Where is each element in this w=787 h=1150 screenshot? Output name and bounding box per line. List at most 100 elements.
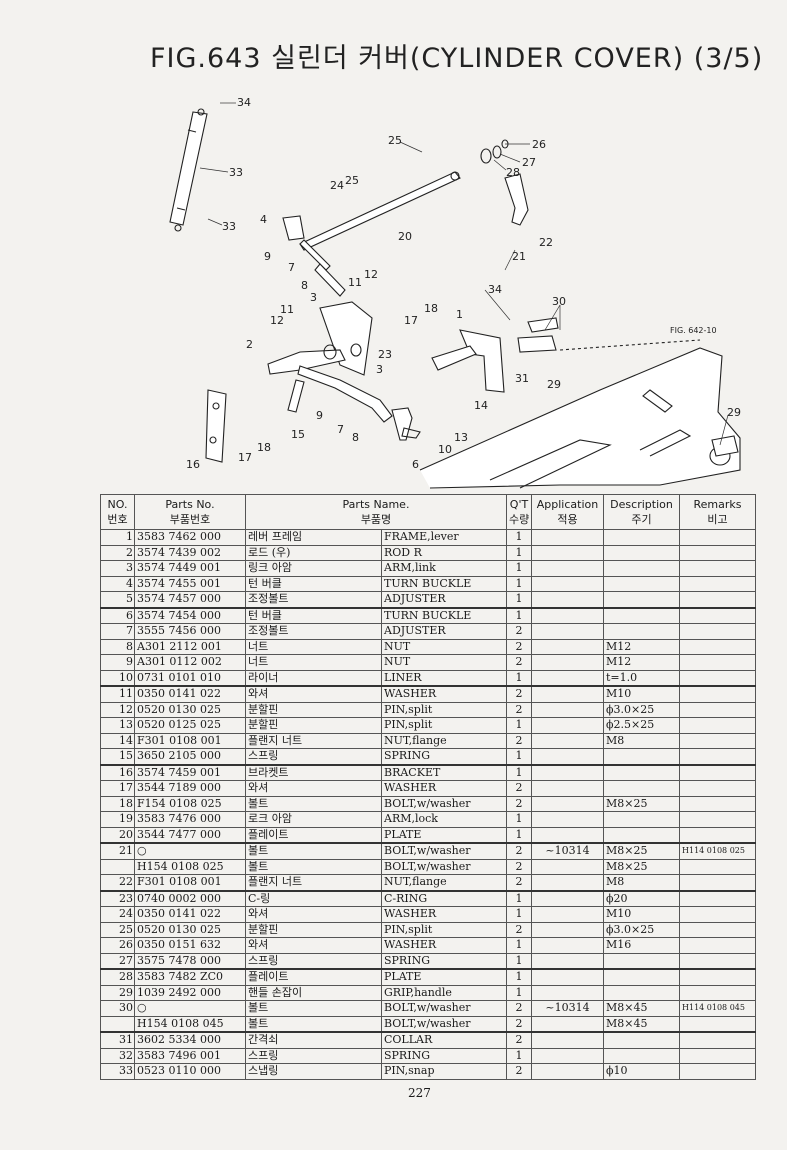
table-cell-rem (679, 937, 756, 954)
table-cell-app (531, 701, 604, 718)
table-cell-kr: 조정볼트 (245, 591, 382, 608)
table-cell-rem (679, 906, 756, 923)
table-cell-rem: H114 0108 025 (679, 842, 756, 860)
table-cell-no: 6 (100, 606, 135, 624)
table-cell-no: 32 (100, 1047, 135, 1064)
table-cell-app (531, 717, 604, 734)
table-cell-pn: 3583 7496 001 (134, 1047, 246, 1064)
table-cell-app: ~10314 (531, 842, 604, 860)
table-cell-rem (679, 575, 756, 592)
table-cell-desc: M8 (603, 732, 680, 749)
callout: 23 (378, 348, 392, 361)
table-cell-rem (679, 654, 756, 671)
table-cell-kr: 링크 아암 (245, 560, 382, 577)
table-cell-rem (679, 529, 756, 546)
table-cell-kr: 와셔 (245, 780, 382, 797)
callout: 10 (438, 443, 452, 456)
table-cell-app (531, 1047, 604, 1064)
callout: 29 (547, 378, 561, 391)
table-cell-pn: 3650 2105 000 (134, 748, 246, 765)
table-cell-no: 20 (100, 826, 135, 844)
table-cell-qty: 2 (506, 732, 532, 749)
table-cell-qty: 2 (506, 685, 532, 703)
table-cell-rem (679, 921, 756, 938)
table-cell-desc: ϕ10 (603, 1063, 680, 1080)
table-cell-rem (679, 606, 756, 624)
table-cell-pn: 3574 7439 002 (134, 544, 246, 561)
table-cell-kr: C-링 (245, 889, 382, 907)
callout: 27 (522, 156, 536, 169)
table-cell-app (531, 906, 604, 923)
table-cell-no: 28 (100, 968, 135, 986)
table-cell-no: 8 (100, 638, 135, 655)
table-cell-pn: 3574 7457 000 (134, 591, 246, 608)
table-cell-app (531, 937, 604, 954)
page-number: 227 (408, 1086, 431, 1100)
table-cell-no (100, 1015, 135, 1033)
callout: 11 (348, 276, 362, 289)
table-cell-no: 22 (100, 874, 135, 891)
table-cell-app (531, 1031, 604, 1049)
table-cell-pn: ○ (134, 1000, 246, 1017)
table-cell-rem (679, 732, 756, 749)
table-cell-app (531, 560, 604, 577)
table-cell-rem (679, 685, 756, 703)
table-cell-kr: 레버 프레임 (245, 529, 382, 546)
table-cell-kr: 분할핀 (245, 921, 382, 938)
table-cell-rem (679, 826, 756, 844)
table-cell-rem (679, 638, 756, 655)
table-cell-rem (679, 780, 756, 797)
table-cell-kr: 볼트 (245, 1000, 382, 1017)
table-cell-pn: F301 0108 001 (134, 732, 246, 749)
table-cell-en: BOLT,w/washer (381, 842, 507, 860)
callout: 7 (337, 423, 344, 436)
table-cell-no: 23 (100, 889, 135, 907)
callout: 15 (291, 428, 305, 441)
callout: 25 (388, 134, 402, 147)
table-cell-qty: 2 (506, 1000, 532, 1017)
table-cell-en: ADJUSTER (381, 591, 507, 608)
table-cell-rem (679, 795, 756, 812)
table-cell-qty: 2 (506, 623, 532, 640)
table-cell-rem (679, 1031, 756, 1049)
col-header-parts-no: Parts No.부품번호 (134, 494, 246, 530)
table-cell-en: TURN BUCKLE (381, 606, 507, 624)
table-cell-rem (679, 1047, 756, 1064)
table-cell-en: FRAME,lever (381, 529, 507, 546)
table-cell-qty: 2 (506, 780, 532, 797)
table-cell-no: 4 (100, 575, 135, 592)
table-cell-no: 13 (100, 717, 135, 734)
table-cell-no: 17 (100, 780, 135, 797)
callout: 29 (727, 406, 741, 419)
table-cell-qty: 1 (506, 591, 532, 608)
table-cell-kr: 분할핀 (245, 717, 382, 734)
table-cell-desc (603, 968, 680, 986)
table-cell-desc (603, 826, 680, 844)
table-cell-rem (679, 968, 756, 986)
table-cell-app (531, 952, 604, 970)
callout: 28 (506, 166, 520, 179)
callout: 21 (512, 250, 526, 263)
table-cell-no: 10 (100, 669, 135, 687)
table-cell-en: PLATE (381, 968, 507, 986)
table-cell-no: 9 (100, 654, 135, 671)
table-cell-qty: 1 (506, 717, 532, 734)
callout: 7 (288, 261, 295, 274)
callout: 20 (398, 230, 412, 243)
table-cell-en: BOLT,w/washer (381, 795, 507, 812)
table-cell-en: WASHER (381, 937, 507, 954)
table-cell-desc: ϕ3.0×25 (603, 921, 680, 938)
callout: 33 (222, 220, 236, 233)
table-cell-no: 30 (100, 1000, 135, 1017)
